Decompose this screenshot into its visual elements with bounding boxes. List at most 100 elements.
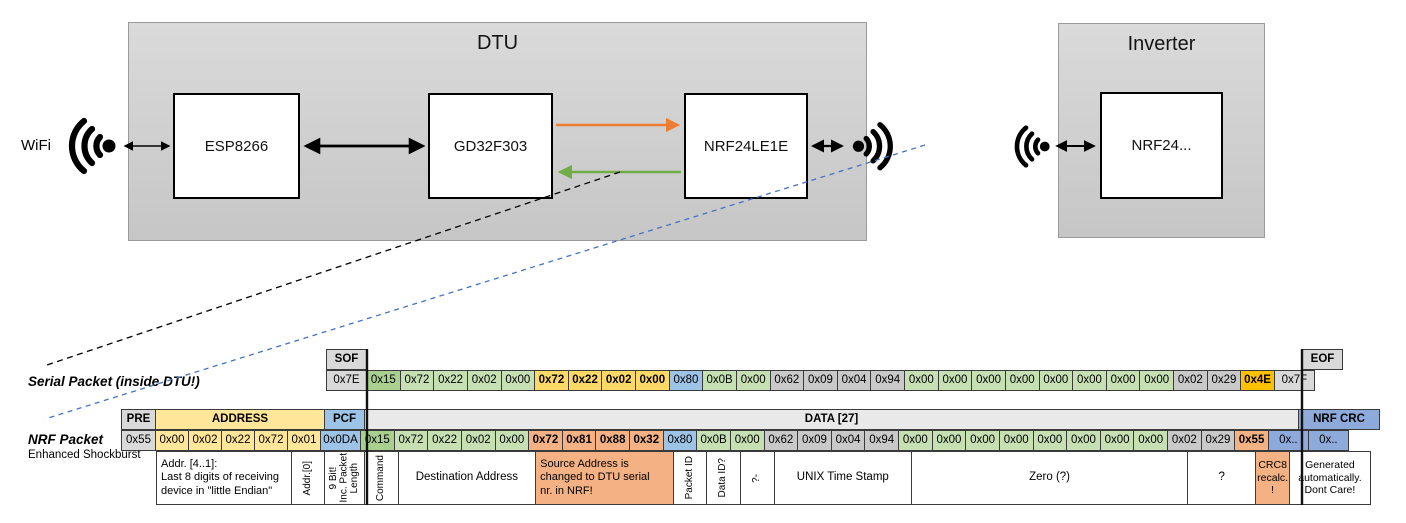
address-byte-cell: 0x22: [221, 430, 255, 451]
nrf-byte-cell: 0x02: [1167, 430, 1202, 451]
wifi-icon-left: [72, 121, 116, 171]
annotation-cell: ?-: [739, 451, 775, 505]
eof-value-cell: 0x7F: [1273, 370, 1315, 391]
serial-packet-label: Serial Packet (inside DTU!): [28, 374, 200, 389]
nrf-byte-cell: 0x00: [494, 430, 530, 451]
serial-byte-cell: 0x80: [668, 370, 704, 391]
nrf24le1e-box: NRF24LE1E: [684, 93, 808, 199]
address-byte-cell: 0x01: [287, 430, 321, 451]
vertical-label: Addr.[0]: [301, 460, 313, 496]
serial-byte-cell: 0x62: [769, 370, 805, 391]
serial-sof-header: SOF: [326, 349, 367, 370]
annotation-cell: UNIX Time Stamp: [773, 451, 913, 505]
address-byte-cell: 0x02: [188, 430, 222, 451]
vertical-label: ?-: [750, 473, 762, 483]
nrf-byte-cell: 0x80: [662, 430, 698, 451]
pcf-value-cell: 0x0DA: [320, 430, 361, 451]
nrf-header-cell: DATA [27]: [364, 409, 1299, 430]
serial-byte-cell: 0x22: [433, 370, 468, 391]
vertical-label: Data ID?: [717, 458, 729, 498]
serial-byte-cell: 0x94: [870, 370, 905, 391]
serial-byte-cell: 0x00: [971, 370, 1006, 391]
serial-byte-cell: 0x09: [803, 370, 838, 391]
nrf-annotation-row: Addr. [4..1]: Last 8 digits of receiving…: [156, 451, 1371, 505]
nrf-byte-cell: 0x00: [898, 430, 933, 451]
nrf-byte-cell: 0x00: [931, 430, 967, 451]
esp8266-label: ESP8266: [204, 137, 269, 155]
annotation-cell: ?: [1187, 451, 1257, 505]
serial-byte-cell: 0x02: [601, 370, 636, 391]
nrf-byte-cell: 0x72: [528, 430, 563, 451]
pre-value-cell: 0x55: [121, 430, 156, 451]
vertical-label: 9 Bit! Inc. Packet Length: [327, 453, 360, 503]
nrf-byte-cell: 0x09: [797, 430, 832, 451]
esp8266-box: ESP8266: [173, 93, 300, 199]
nrf-packet-label: NRF Packet: [28, 432, 104, 447]
serial-byte-cell: 0x02: [1173, 370, 1208, 391]
wifi-label: WiFi: [21, 137, 51, 154]
serial-byte-cell: 0x72: [399, 370, 435, 391]
nrf-byte-cell: 0x00: [998, 430, 1034, 451]
nrf-byte-cell: 0x00: [1032, 430, 1068, 451]
sof-value-cell: 0x7E: [326, 370, 367, 391]
nrf-byte-cell: 0x72: [393, 430, 429, 451]
nrf-byte-cell: 0x55: [1234, 430, 1269, 451]
nrf-byte-cell: 0x0B: [696, 430, 731, 451]
nrf-byte-cell: 0x00: [965, 430, 1000, 451]
nrf-byte-cell: 0x04: [830, 430, 866, 451]
eof-header-cell: EOF: [1302, 349, 1343, 370]
serial-byte-cell: 0x02: [466, 370, 502, 391]
serial-byte-cell: 0x00: [500, 370, 536, 391]
gd32f303-box: GD32F303: [428, 93, 553, 199]
serial-byte-cell: 0x00: [1038, 370, 1074, 391]
gd32f303-label: GD32F303: [453, 137, 528, 155]
nrf-byte-cell: 0x81: [561, 430, 597, 451]
nrf-byte-cell: 0x00: [1066, 430, 1101, 451]
serial-byte-cell: 0x00: [904, 370, 939, 391]
serial-byte-cell: 0x4E: [1240, 370, 1275, 391]
annotation-cell: Addr. [4..1]: Last 8 digits of receiving…: [156, 451, 292, 505]
serial-byte-cell: 0x0B: [702, 370, 737, 391]
serial-byte-cell: 0x00: [937, 370, 973, 391]
nrf-byte-cell: 0x32: [629, 430, 664, 451]
crc-value-cell: 0x..: [1267, 430, 1309, 451]
serial-byte-cell: 0x29: [1206, 370, 1242, 391]
nrf-byte-cell: 0x00: [1099, 430, 1135, 451]
vertical-label: Packet ID: [683, 456, 695, 500]
wifi-icon-inverter: [1017, 128, 1050, 166]
nrf24le1e-label: NRF24LE1E: [703, 137, 789, 155]
serial-byte-cell: 0x72: [534, 370, 569, 391]
nrf-header-cell: NRF CRC: [1298, 409, 1380, 430]
nrf-byte-cell: 0x29: [1200, 430, 1236, 451]
serial-byte-cell: 0x15: [366, 370, 401, 391]
annotation-cell: Generated automatically. Dont Care!: [1288, 451, 1371, 505]
annotation-cell: Packet ID: [672, 451, 708, 505]
nrf-byte-cell: 0x94: [864, 430, 899, 451]
serial-byte-cell: 0x00: [735, 370, 771, 391]
serial-byte-cell: 0x00: [1139, 370, 1174, 391]
inverter-nrf24-label: NRF24...: [1131, 137, 1192, 154]
annotation-cell: 9 Bit! Inc. Packet Length: [324, 451, 365, 505]
serial-byte-cell: 0x22: [567, 370, 603, 391]
nrf-byte-cell: 0x22: [427, 430, 462, 451]
crc-value-cell: 0x..: [1307, 430, 1349, 451]
vertical-label: Command: [375, 454, 387, 502]
annotation-cell: CRC8 recalc. !: [1255, 451, 1290, 505]
nrf-byte-cell: 0x00: [1133, 430, 1168, 451]
serial-eof-header: EOF: [1302, 349, 1343, 370]
sof-header-cell: SOF: [326, 349, 367, 370]
nrf-byte-cell: 0x15: [360, 430, 395, 451]
annotation-cell: Destination Address: [397, 451, 537, 505]
annotation-cell: Data ID?: [706, 451, 741, 505]
inverter-title: Inverter: [1127, 33, 1196, 55]
nrf-header-cell: PCF: [324, 409, 365, 430]
annotation-cell: Command: [364, 451, 399, 505]
inverter-nrf24-box: NRF24...: [1100, 92, 1223, 199]
dtu-title: DTU: [476, 32, 519, 54]
serial-byte-cell: 0x00: [1072, 370, 1107, 391]
serial-byte-cell: 0x00: [1004, 370, 1040, 391]
annotation-cell: Addr.[0]: [291, 451, 325, 505]
